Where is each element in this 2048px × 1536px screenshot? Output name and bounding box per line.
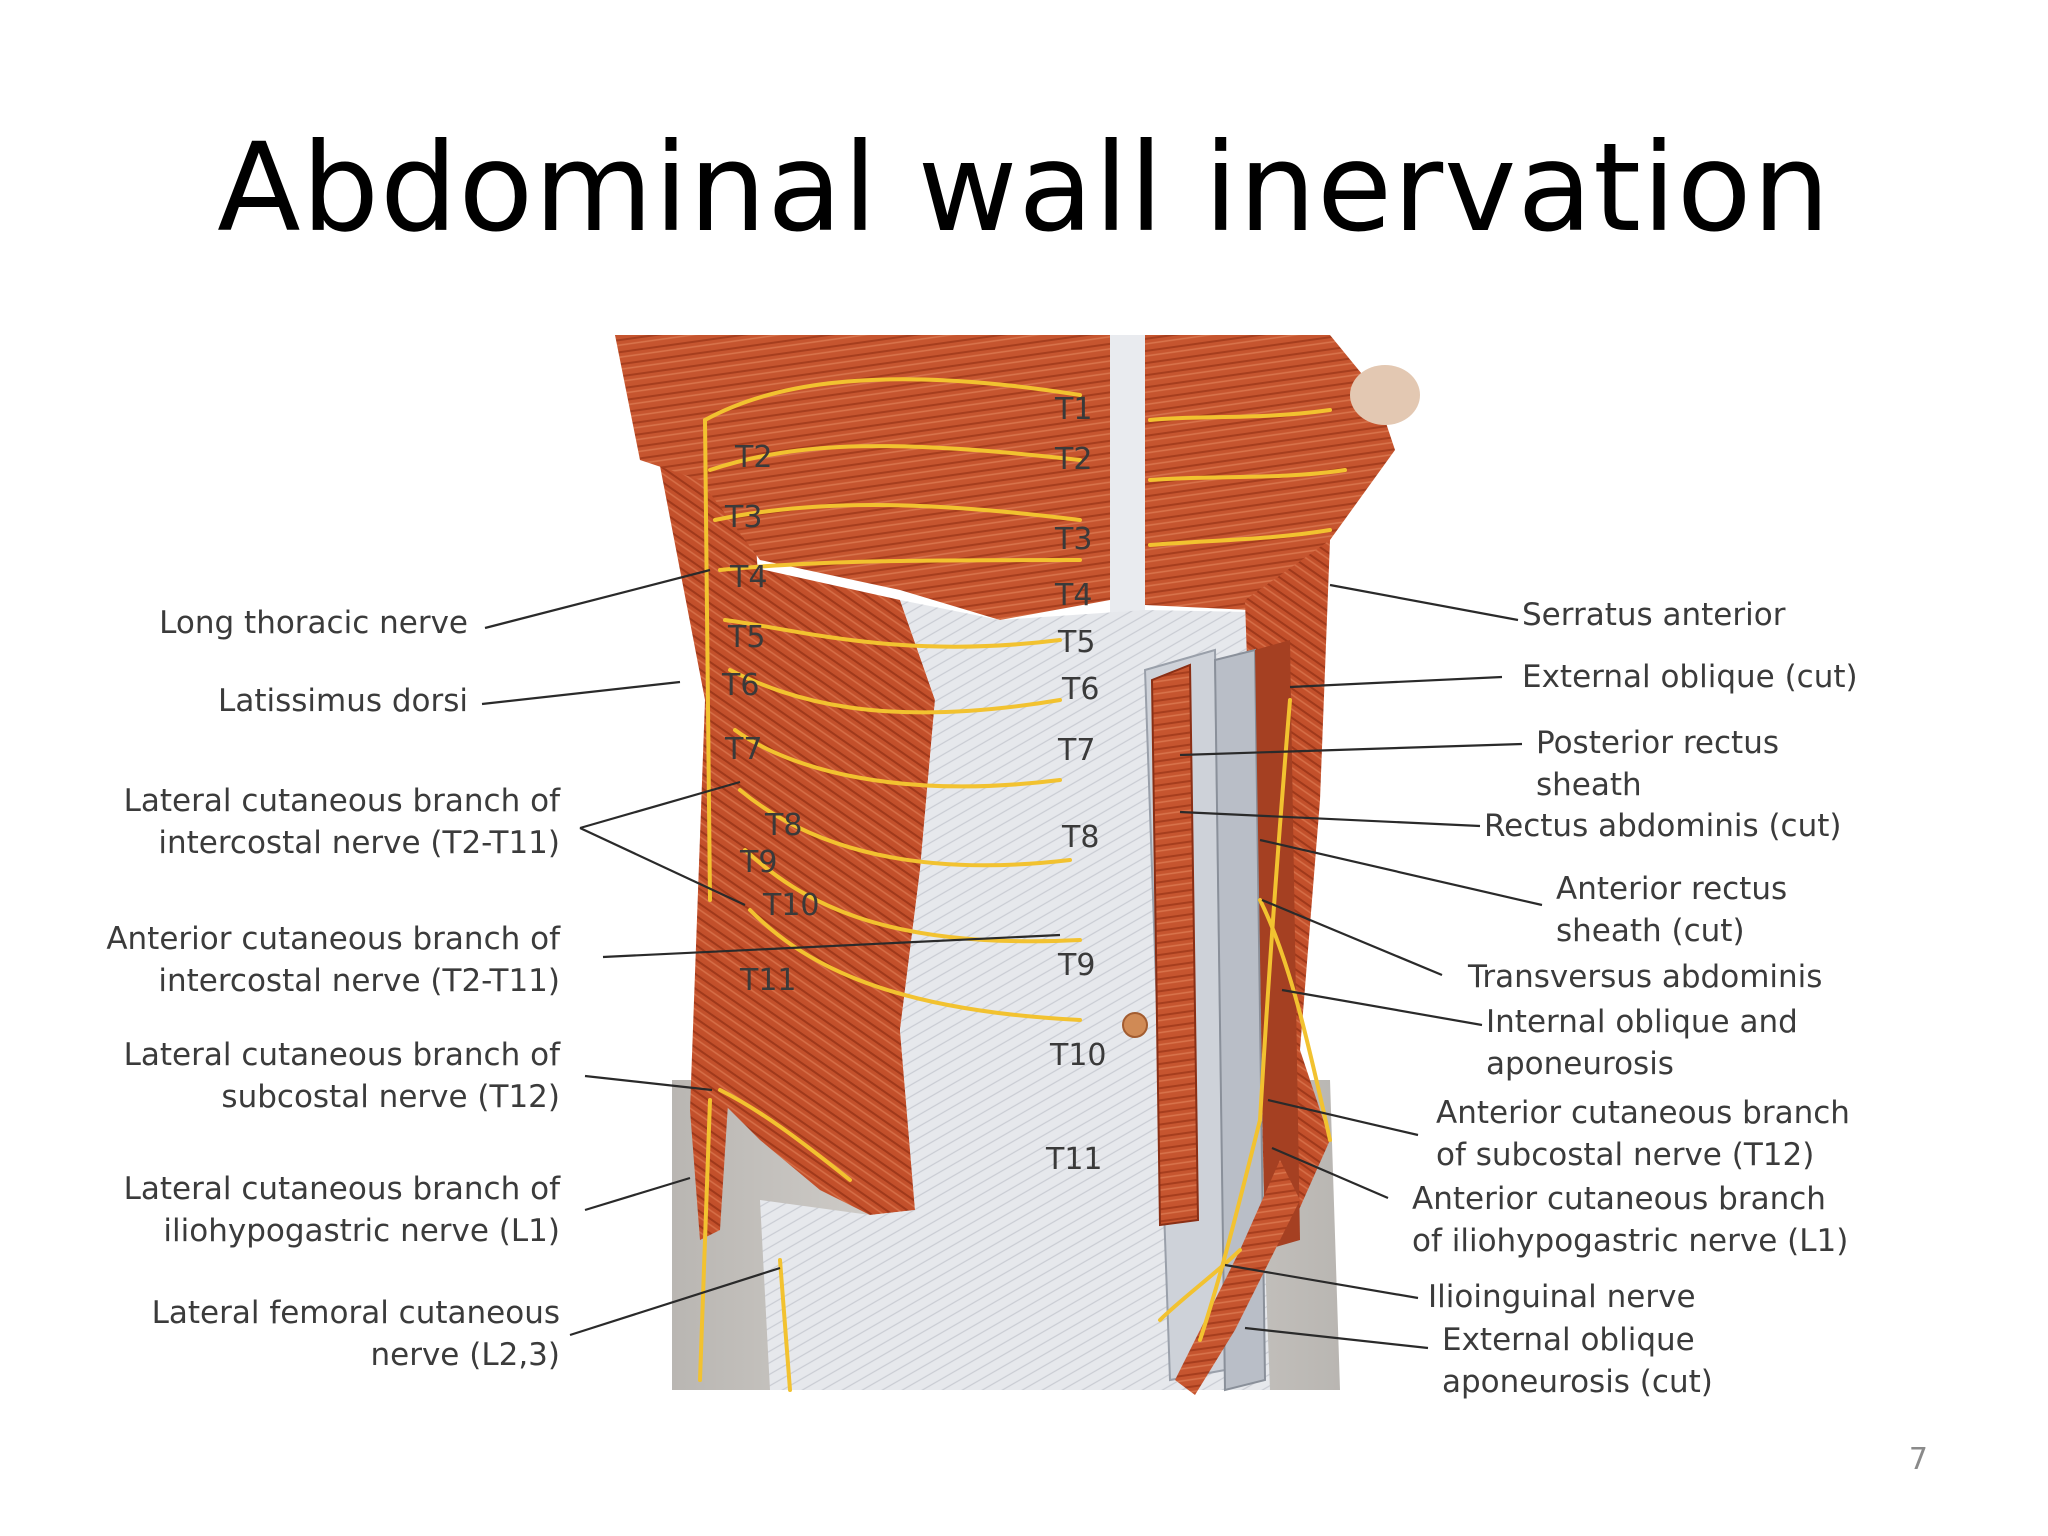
label-external-oblique-aponeurosis: External oblique aponeurosis (cut) — [1442, 1322, 1713, 1400]
lateral-level-T3: T3 — [725, 500, 763, 535]
label-external-oblique-cut: External oblique (cut) — [1522, 659, 1858, 695]
label-posterior-rectus-sheath: Posterior rectus sheath — [1536, 725, 1779, 803]
right-pectoralis — [1145, 335, 1395, 610]
lateral-level-T11: T11 — [740, 963, 797, 998]
label-ilioinguinal-nerve: Ilioinguinal nerve — [1428, 1279, 1696, 1315]
level-T3: T3 — [1055, 522, 1093, 557]
label-lateral-femoral-cutaneous: Lateral femoral cutaneous nerve (L2,3) — [151, 1295, 560, 1373]
level-T7: T7 — [1058, 733, 1096, 768]
lateral-level-T8: T8 — [765, 808, 803, 843]
lateral-level-T9: T9 — [740, 845, 778, 880]
lateral-level-T7: T7 — [725, 732, 763, 767]
nerves — [698, 377, 1347, 1392]
label-anterior-cutaneous-iliohypogastric: Anterior cutaneous branch of iliohypogas… — [1412, 1181, 1849, 1259]
left-external-oblique — [705, 560, 935, 1215]
inguinal-muscle — [1175, 1160, 1300, 1395]
label-anterior-cutaneous-subcostal: Anterior cutaneous branch of subcostal n… — [1436, 1095, 1850, 1173]
central-aponeurosis — [760, 600, 1270, 1390]
label-transversus-abdominis: Transversus abdominis — [1468, 959, 1823, 995]
label-rectus-abdominis-cut: Rectus abdominis (cut) — [1484, 808, 1842, 844]
label-lateral-cutaneous-subcostal: Lateral cutaneous branch of subcostal ne… — [123, 1037, 560, 1115]
lateral-level-T4: T4 — [730, 560, 768, 595]
lateral-level-T5: T5 — [728, 620, 766, 655]
level-T6: T6 — [1062, 672, 1100, 707]
leader-lines — [481, 568, 1543, 1350]
label-latissimus-dorsi: Latissimus dorsi — [218, 683, 468, 719]
slide-title: Abdominal wall inervation — [217, 117, 1831, 259]
level-T10: T10 — [1050, 1038, 1107, 1073]
anterior-rectus-sheath — [1213, 648, 1267, 1392]
lateral-level-T10: T10 — [763, 888, 820, 923]
label-long-thoracic-nerve: Long thoracic nerve — [159, 605, 468, 641]
level-T9: T9 — [1058, 948, 1096, 983]
rectus-abdominis-cut — [1150, 663, 1200, 1227]
label-lateral-cutaneous-iliohypogastric: Lateral cutaneous branch of iliohypogast… — [123, 1171, 560, 1249]
sternum — [1110, 335, 1145, 625]
lateral-level-T6: T6 — [722, 668, 760, 703]
lateral-level-T2: T2 — [735, 440, 773, 475]
level-T2: T2 — [1055, 442, 1093, 477]
label-serratus-anterior: Serratus anterior — [1522, 597, 1786, 633]
label-anterior-cutaneous-intercostal: Anterior cutaneous branch of intercostal… — [106, 921, 560, 999]
page-number: 7 — [1908, 1442, 1928, 1477]
level-T5: T5 — [1058, 625, 1096, 660]
label-internal-oblique: Internal oblique and aponeurosis — [1486, 1004, 1798, 1082]
label-anterior-rectus-sheath: Anterior rectus sheath (cut) — [1556, 871, 1788, 949]
level-T8: T8 — [1062, 820, 1100, 855]
label-lateral-cutaneous-intercostal: Lateral cutaneous branch of intercostal … — [123, 783, 560, 861]
umbilicus — [1122, 1012, 1148, 1038]
level-T11: T11 — [1046, 1142, 1103, 1177]
level-T4: T4 — [1055, 578, 1093, 613]
right-shoulder — [1350, 365, 1420, 425]
level-T1: T1 — [1055, 392, 1093, 427]
